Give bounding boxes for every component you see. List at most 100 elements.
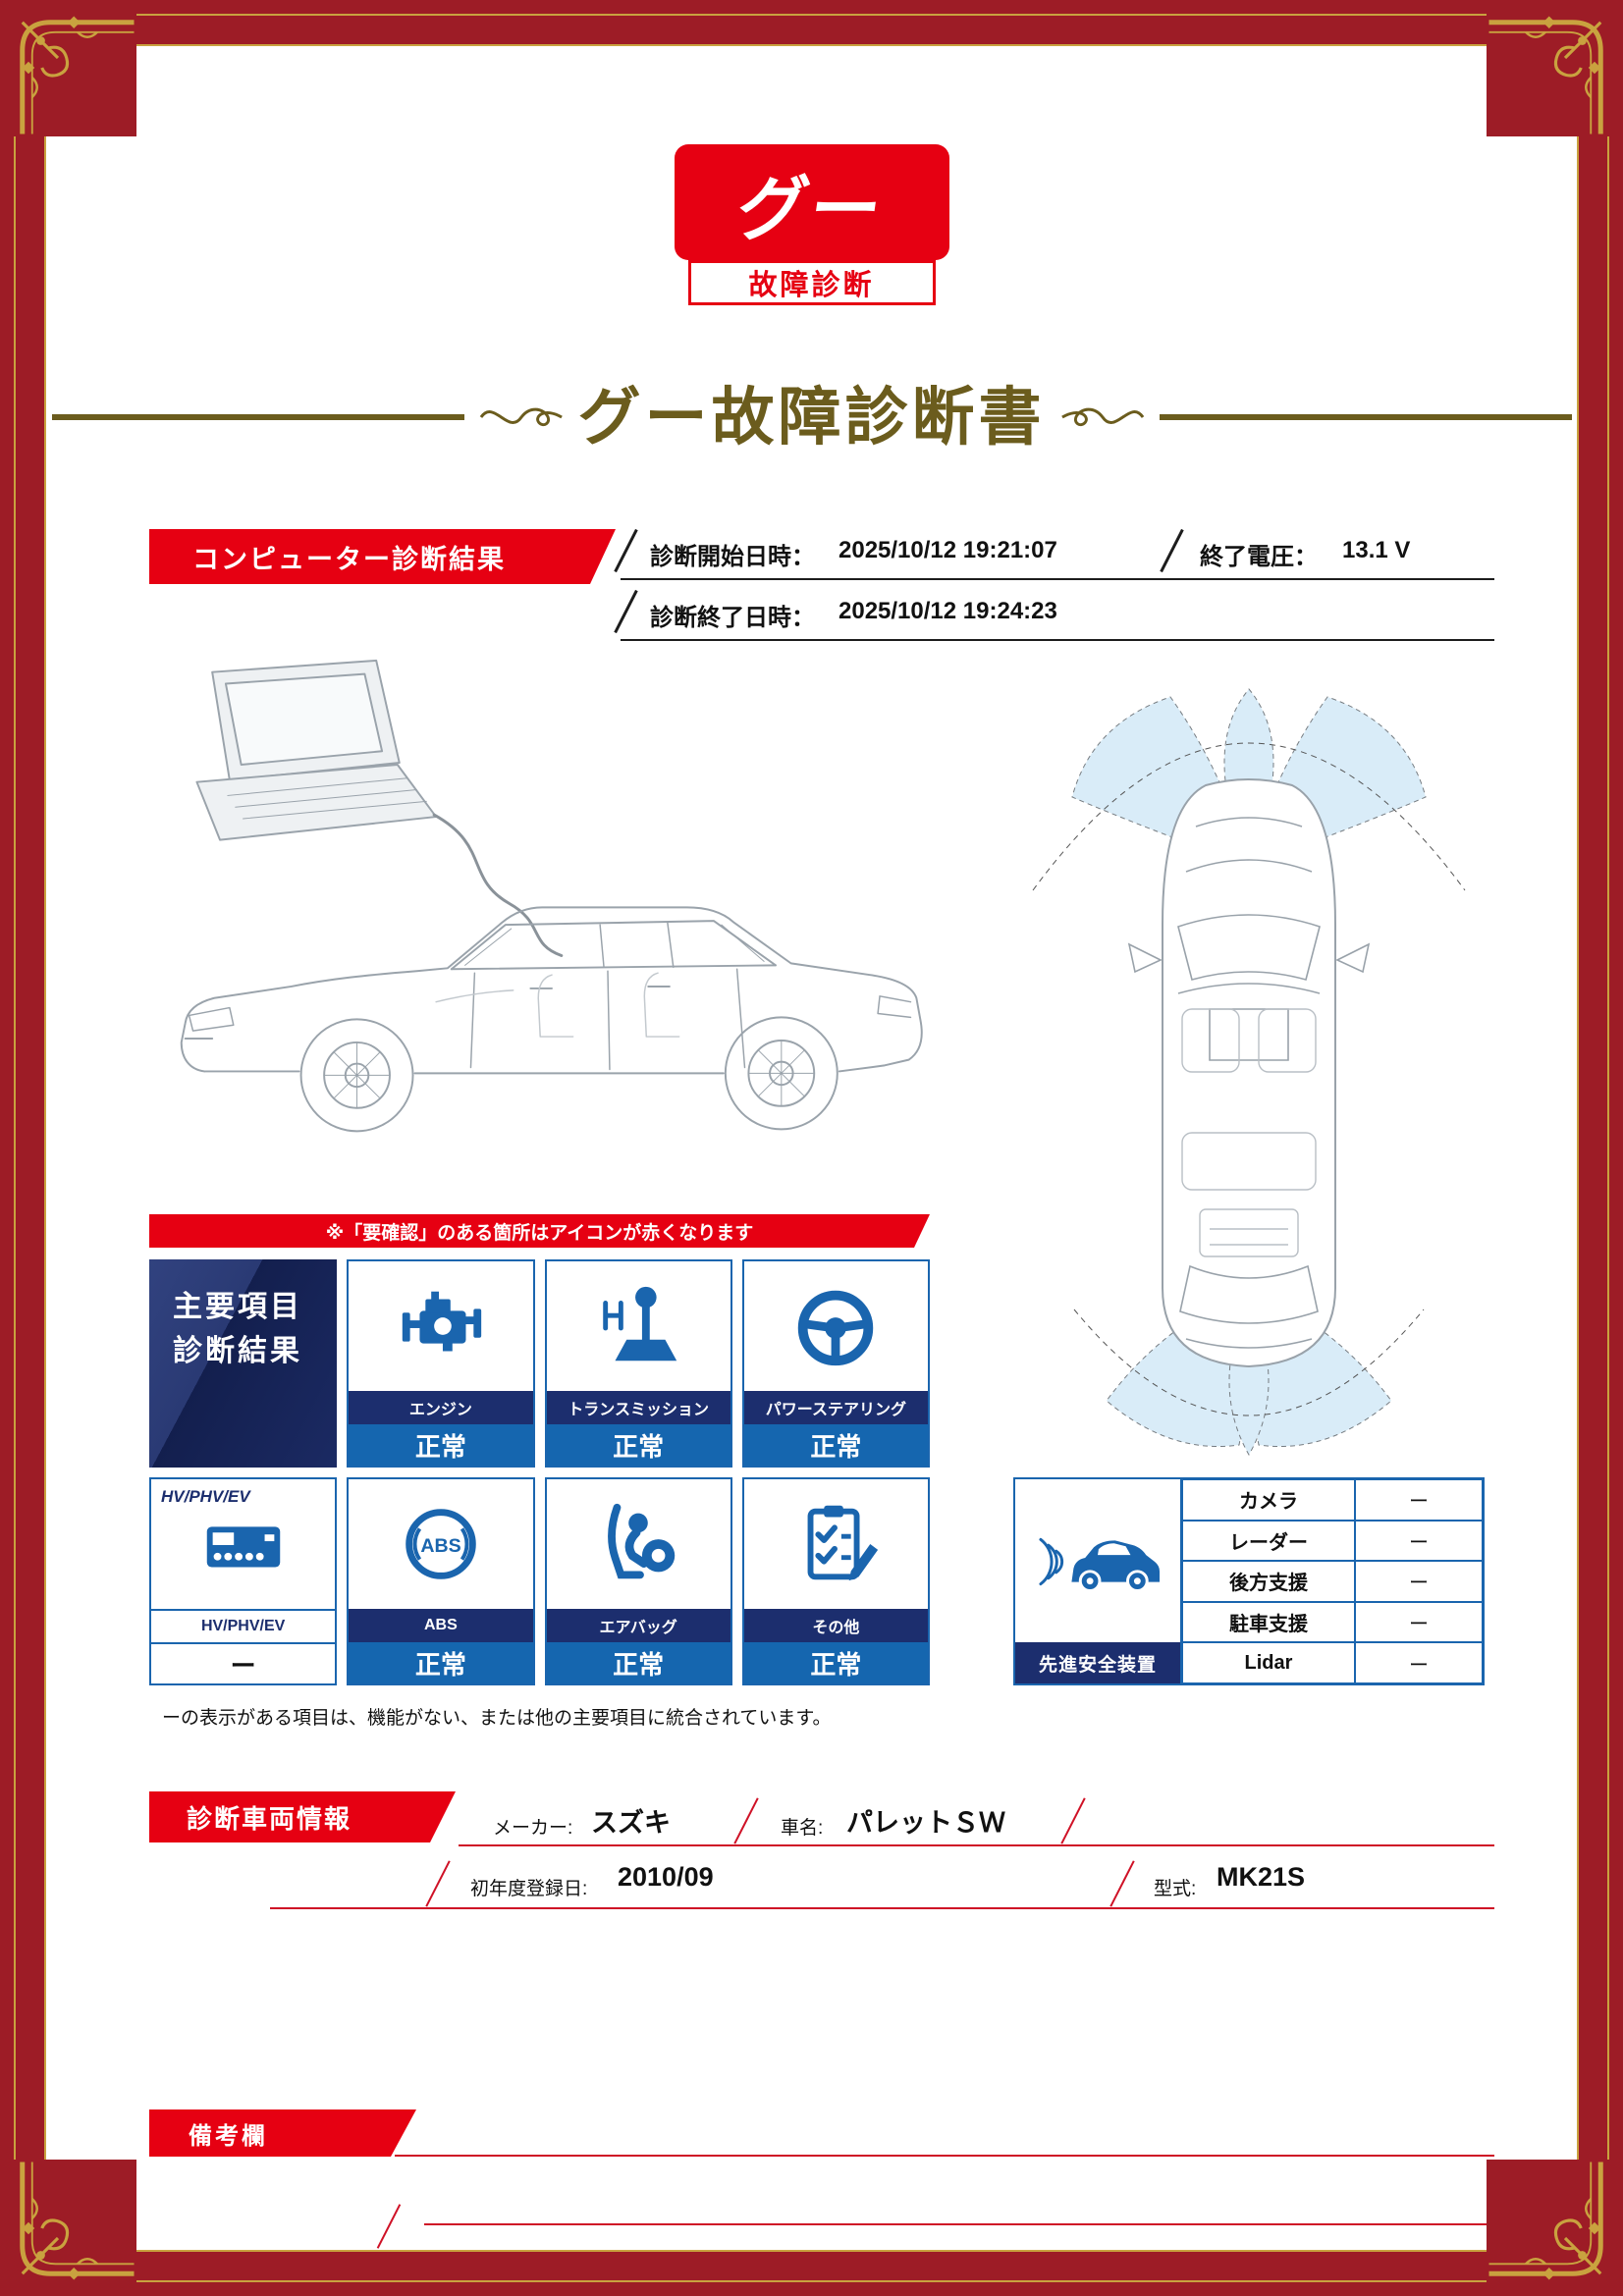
divider-slash	[376, 2204, 402, 2249]
diagnosis-cell-hv-phv-ev: HV/PHV/EV HV/PHV/EV ー	[149, 1477, 338, 1685]
row-value: ー	[1354, 1561, 1483, 1602]
remarks-rule-1	[395, 2155, 1494, 2157]
first-registration-value: 2010/09	[618, 1862, 714, 1892]
end-label: 診断終了日時：	[650, 605, 815, 631]
page-title: グー故障診断書	[577, 382, 1046, 453]
diagnosis-cell-power-steering: パワーステアリング 正常	[741, 1259, 930, 1468]
diagnosis-start-row: 診断開始日時： 2025/10/12 19:21:07 終了電圧： 13.1 V	[614, 519, 1494, 580]
abs-icon: ABS	[406, 1509, 476, 1579]
diagnosis-cell-transmission: トランスミッション 正常	[544, 1259, 732, 1468]
corner-ornament-icon	[1487, 2160, 1609, 2282]
report-title-row: グー故障診断書	[46, 386, 1577, 449]
safety-devices-icon-box: 先進安全装置	[1013, 1477, 1182, 1685]
divider-slash	[733, 1797, 759, 1844]
power-steering-icon	[798, 1290, 874, 1366]
goo-logo: グー 故障診断	[674, 144, 949, 305]
cell-label: ABS	[349, 1609, 533, 1642]
corner-ornament-icon	[14, 2160, 136, 2282]
divider-slash	[1160, 528, 1184, 573]
voltage-label: 終了電圧：	[1200, 544, 1318, 570]
car-with-waves-icon	[1039, 1537, 1161, 1592]
safety-devices-panel: 先進安全装置 カメラ ー レーダー ー 後方支援 ー 駐車支援 ー	[1013, 1477, 1485, 1685]
flourish-left-icon	[478, 402, 565, 432]
cell-label: HV/PHV/EV	[151, 1609, 336, 1642]
row-label: レーダー	[1182, 1520, 1355, 1562]
diagnosis-cell-airbag: エアバッグ 正常	[544, 1477, 732, 1685]
flourish-right-icon	[1059, 402, 1146, 432]
section-remarks: 備考欄	[149, 2109, 416, 2157]
cell-status: 正常	[743, 1424, 928, 1466]
vehicle-info-rule-2	[270, 1907, 1494, 1909]
header-line2: 診断結果	[173, 1335, 302, 1367]
diagnosis-cell-engine: エンジン 正常	[347, 1259, 535, 1468]
divider-slash	[614, 528, 638, 573]
cell-status: 正常	[546, 1642, 730, 1683]
section-computer-diagnosis: コンピューター診断結果	[149, 529, 616, 584]
svg-text:ABS: ABS	[420, 1535, 460, 1557]
diagnosis-end-row: 診断終了日時： 2025/10/12 19:24:23	[614, 580, 1494, 641]
diagnosis-cell-abs: ABS ABS 正常	[347, 1477, 535, 1685]
maker-label: メーカー:	[493, 1818, 573, 1839]
section-vehicle-info: 診断車両情報	[149, 1791, 456, 1842]
cell-label: パワーステアリング	[743, 1391, 928, 1424]
cell-status: ー	[151, 1642, 336, 1683]
content-panel: グー 故障診断 グー故障診断書 コンピューター診断結果 診断開始日時： 2025…	[44, 44, 1579, 2252]
row-label: 後方支援	[1182, 1561, 1355, 1602]
car-top-view-sensors-illustration	[1013, 679, 1485, 1474]
title-rule-right	[1159, 414, 1572, 420]
goo-logo-mark: グー	[731, 170, 890, 249]
car-name-label: 車名:	[781, 1818, 824, 1839]
grid-footnote: ーの表示がある項目は、機能がない、または他の主要項目に統合されています。	[162, 1708, 832, 1729]
maker-value: スズキ	[591, 1808, 671, 1838]
table-row: 駐車支援 ー	[1182, 1601, 1483, 1643]
cell-status: 正常	[349, 1642, 533, 1683]
vehicle-info-rule-1	[459, 1844, 1494, 1846]
start-label: 診断開始日時：	[650, 544, 815, 570]
row-label: カメラ	[1182, 1479, 1355, 1521]
start-value: 2025/10/12 19:21:07	[839, 537, 1057, 563]
end-value: 2025/10/12 19:24:23	[839, 598, 1057, 624]
other-icon	[807, 1505, 879, 1581]
title-rule-left	[51, 414, 464, 420]
airbag-icon	[608, 1503, 676, 1579]
car-top-wireframe-icon	[1032, 688, 1466, 1457]
diagnosis-info: 診断開始日時： 2025/10/12 19:21:07 終了電圧： 13.1 V…	[614, 519, 1494, 641]
row-label: 駐車支援	[1182, 1601, 1355, 1643]
diagnostic-laptop-car-illustration	[139, 655, 964, 1204]
safety-devices-title: 先進安全装置	[1015, 1642, 1180, 1683]
divider-slash	[614, 589, 638, 634]
cell-label: エンジン	[349, 1391, 533, 1424]
main-items-header: 主要項目 診断結果	[149, 1259, 338, 1468]
transmission-icon	[603, 1286, 677, 1362]
warning-note-bar: ※「要確認」のある箇所はアイコンが赤くなります	[149, 1214, 930, 1248]
table-row: カメラ ー	[1182, 1479, 1483, 1521]
table-row: Lidar ー	[1182, 1642, 1483, 1683]
hv-corner-label: HV/PHV/EV	[161, 1487, 250, 1506]
first-registration-label: 初年度登録日:	[470, 1879, 588, 1899]
cell-status: 正常	[743, 1642, 928, 1683]
car-name-value: パレットＳＷ	[846, 1808, 1005, 1838]
table-row: レーダー ー	[1182, 1520, 1483, 1562]
hv-phv-ev-icon	[206, 1526, 280, 1568]
divider-slash	[1109, 1860, 1135, 1907]
goo-logo-mark-box: グー	[674, 144, 949, 260]
model-label: 型式:	[1154, 1879, 1197, 1899]
diagnosis-cell-other: その他 正常	[741, 1477, 930, 1685]
row-value: ー	[1354, 1520, 1483, 1562]
divider-slash	[1060, 1797, 1086, 1844]
engine-icon	[402, 1291, 482, 1352]
corner-ornament-icon	[1487, 14, 1609, 136]
model-value: MK21S	[1217, 1862, 1306, 1892]
corner-ornament-icon	[14, 14, 136, 136]
row-label: Lidar	[1182, 1642, 1355, 1683]
cell-status: 正常	[546, 1424, 730, 1466]
voltage-value: 13.1 V	[1342, 537, 1411, 563]
car-side-wireframe-icon	[180, 659, 923, 1133]
row-value: ー	[1354, 1642, 1483, 1683]
cell-label: その他	[743, 1609, 928, 1642]
divider-slash	[425, 1860, 451, 1907]
cell-label: エアバッグ	[546, 1609, 730, 1642]
gold-pinstripe	[14, 14, 1609, 2282]
table-row: 後方支援 ー	[1182, 1561, 1483, 1602]
